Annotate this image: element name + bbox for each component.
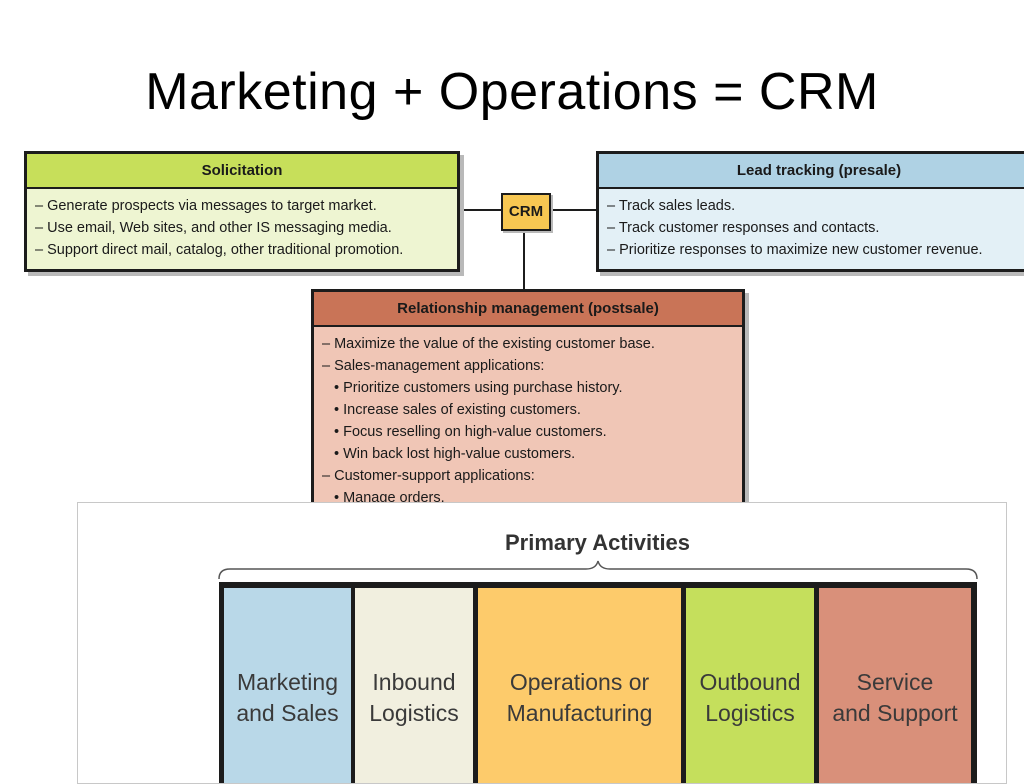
- solicitation-header: Solicitation: [27, 154, 457, 189]
- list-item: • Focus reselling on high-value customer…: [334, 424, 607, 440]
- activity-label: Outbound: [699, 669, 801, 695]
- connector-down: [523, 229, 525, 289]
- solicitation-box: Solicitation – Generate prospects via me…: [24, 151, 460, 272]
- list-item: – Sales-management applications:: [322, 358, 545, 374]
- value-chain-panel: Primary Activities Marketing and Sales In…: [77, 502, 1007, 784]
- activity-marketing-sales: Marketing and Sales: [224, 588, 351, 783]
- list-item: – Customer-support applications:: [322, 468, 535, 484]
- activity-label: Logistics: [369, 700, 459, 726]
- activity-label: and Support: [832, 700, 958, 726]
- activity-operations-manufacturing: Operations or Manufacturing: [478, 588, 681, 783]
- activity-service-support: Service and Support: [819, 588, 971, 783]
- activity-label: Manufacturing: [506, 700, 653, 726]
- relationship-list: – Maximize the value of the existing cus…: [314, 327, 742, 515]
- activity-label: Inbound: [372, 669, 456, 695]
- list-item: – Use email, Web sites, and other IS mes…: [35, 220, 392, 236]
- primary-activities-title: Primary Activities: [504, 530, 691, 555]
- crm-box: CRM: [501, 193, 551, 231]
- solicitation-list: – Generate prospects via messages to tar…: [27, 189, 457, 267]
- activity-label: Marketing: [237, 669, 338, 695]
- list-item: – Generate prospects via messages to tar…: [35, 198, 377, 214]
- list-item: • Prioritize customers using purchase hi…: [334, 380, 623, 396]
- activity-label: and Sales: [236, 700, 339, 726]
- lead-tracking-header: Lead tracking (presale): [599, 154, 1024, 189]
- list-item: • Win back lost high-value customers.: [334, 446, 576, 462]
- lead-tracking-box: Lead tracking (presale) – Track sales le…: [596, 151, 1024, 272]
- list-item: – Maximize the value of the existing cus…: [322, 336, 655, 352]
- list-item: • Increase sales of existing customers.: [334, 402, 581, 418]
- lead-tracking-list: – Track sales leads. – Track customer re…: [599, 189, 1024, 267]
- brace-bracket: [218, 560, 978, 580]
- list-item: – Track customer responses and contacts.: [607, 220, 880, 236]
- activity-label: Operations or: [509, 669, 650, 695]
- list-item: – Support direct mail, catalog, other tr…: [35, 242, 404, 258]
- activity-label: Logistics: [705, 700, 795, 726]
- relationship-header: Relationship management (postsale): [314, 292, 742, 327]
- connector-right: [549, 209, 596, 211]
- connector-left: [457, 209, 501, 211]
- list-item: – Track sales leads.: [607, 198, 736, 214]
- list-item: – Prioritize responses to maximize new c…: [607, 242, 983, 258]
- activity-label: Service: [856, 669, 934, 695]
- slide-title: Marketing + Operations = CRM: [145, 63, 879, 121]
